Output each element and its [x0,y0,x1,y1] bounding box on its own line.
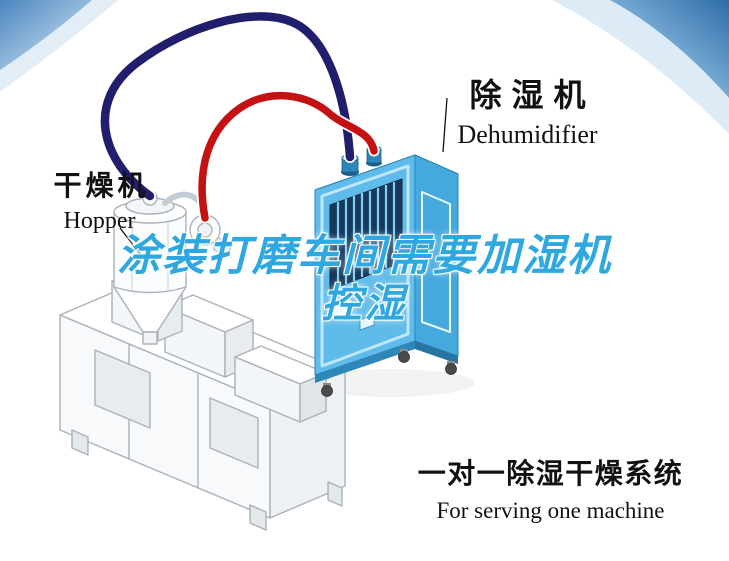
navy-hose [100,12,355,201]
dehumidifier-cabinet [314,145,459,397]
watermark-headline: 涂装打磨车间需要加湿机 控湿 [40,232,689,328]
page-curl-top-right-icon [552,0,729,134]
hopper-pointer-line [119,227,145,260]
hopper-label-cn: 干燥机 [53,170,150,201]
floor-shadow [305,369,475,397]
hoses [98,10,380,224]
dehumidifier-label-en: Dehumidifier [457,120,598,149]
watermark-line1: 涂装打磨车间需要加湿机 [117,232,612,280]
caster-wheels-icon [321,349,457,397]
page-curl-top-left-icon [0,0,118,92]
dehumidifier-label-cn: 除湿机 [469,77,596,113]
hopper-label-en: Hopper [63,208,136,234]
hopper-label: 干燥机 Hopper [42,164,157,235]
system-caption: 一对一除湿干燥系统 For serving one machine [408,452,693,524]
dehumidifier-pointer-line [442,97,448,153]
hopper-dryer [113,190,231,345]
system-caption-cn: 一对一除湿干燥系统 [417,458,684,489]
pointer-lines [119,97,448,260]
red-hose [198,91,378,222]
dehumidifier-label: 除湿机 Dehumidifier [440,70,615,150]
system-caption-en: For serving one machine [436,498,665,523]
watermark-line2: 控湿 [321,282,408,326]
